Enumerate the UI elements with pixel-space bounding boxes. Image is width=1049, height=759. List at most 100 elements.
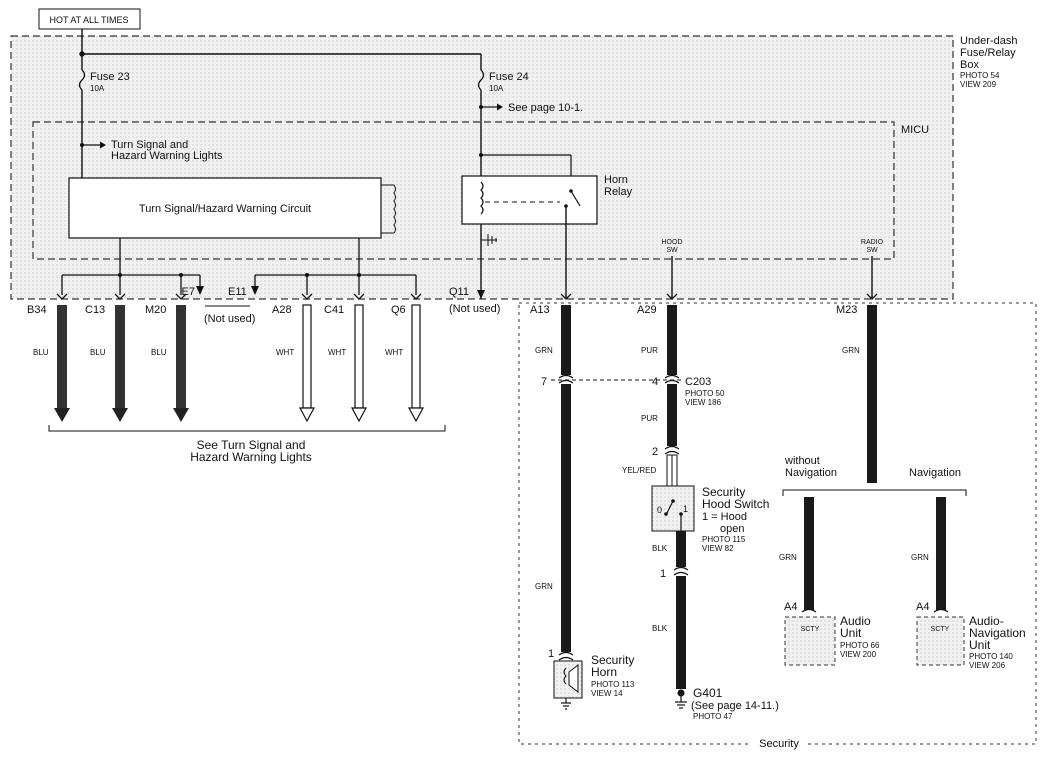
svg-text:RADIO: RADIO (861, 239, 884, 246)
micu-box: MICU (32, 121, 929, 260)
svg-text:Turn Signal and: Turn Signal and (111, 139, 188, 151)
svg-text:See page 10-1.: See page 10-1. (508, 102, 583, 114)
svg-text:SCTY: SCTY (801, 626, 820, 633)
bus-junctions (118, 273, 361, 277)
svg-text:4: 4 (652, 376, 658, 388)
audio-navigation-unit: A4 SCTY Audio- Navigation Unit PHOTO 140… (916, 601, 1026, 670)
security-hood-switch: 0 1 Security Hood Switch 1 = Hood open P… (651, 485, 769, 553)
svg-text:MICU: MICU (901, 124, 929, 136)
svg-text:Q11: Q11 (449, 286, 469, 298)
svg-text:1: 1 (548, 648, 554, 660)
svg-text:HOT AT ALL TIMES: HOT AT ALL TIMES (49, 15, 128, 25)
svg-text:SW: SW (866, 247, 878, 254)
svg-text:GRN: GRN (842, 346, 860, 355)
unused-terminals: (Not used) E7 E11 Q11 (Not used) (182, 286, 500, 325)
switch-labels: HOOD SW RADIO SW (662, 239, 884, 299)
svg-text:Security: Security (759, 738, 799, 750)
svg-text:PHOTO 140: PHOTO 140 (969, 652, 1013, 661)
svg-text:PUR: PUR (641, 346, 658, 355)
svg-text:Security: Security (591, 653, 634, 667)
svg-text:Fuse 24: Fuse 24 (489, 71, 529, 83)
svg-text:GRN: GRN (779, 553, 797, 562)
svg-text:Security: Security (702, 485, 745, 499)
svg-text:PHOTO 113: PHOTO 113 (591, 680, 635, 689)
svg-text:WHT: WHT (328, 348, 346, 357)
svg-text:Q6: Q6 (391, 304, 406, 316)
svg-text:HOOD: HOOD (662, 239, 683, 246)
security-box: Security (518, 302, 1037, 750)
svg-text:A4: A4 (784, 601, 797, 613)
svg-text:YEL/RED: YEL/RED (622, 466, 656, 475)
svg-text:0: 0 (657, 505, 662, 515)
svg-text:Horn: Horn (591, 665, 617, 679)
svg-text:A28: A28 (272, 304, 292, 316)
svg-text:1: 1 (683, 504, 688, 514)
svg-text:Box: Box (960, 59, 979, 71)
svg-text:Under-dash: Under-dash (960, 35, 1017, 47)
svg-text:SW: SW (666, 247, 678, 254)
svg-text:Hazard Warning Lights: Hazard Warning Lights (190, 450, 312, 464)
svg-text:1 = Hood: 1 = Hood (702, 511, 747, 523)
svg-text:BLK: BLK (652, 544, 668, 553)
svg-text:(Not used): (Not used) (449, 303, 500, 315)
turn-circuit-outputs (61, 238, 417, 295)
svg-text:PHOTO 115: PHOTO 115 (702, 535, 746, 544)
svg-text:Navigation: Navigation (969, 626, 1026, 640)
svg-text:1: 1 (660, 568, 666, 580)
blu-wires: BLU BLU BLU (33, 305, 189, 422)
svg-text:VIEW 186: VIEW 186 (685, 398, 722, 407)
svg-text:M20: M20 (145, 304, 166, 316)
svg-text:VIEW 209: VIEW 209 (960, 80, 997, 89)
svg-text:10A: 10A (489, 84, 504, 93)
turn-signal-ref: See Turn Signal and Hazard Warning Light… (48, 425, 446, 464)
svg-text:open: open (720, 523, 744, 535)
svg-text:Audio: Audio (840, 614, 871, 628)
svg-text:without: without (784, 455, 820, 467)
svg-text:Turn Signal/Hazard Warning Cir: Turn Signal/Hazard Warning Circuit (139, 203, 311, 215)
blk-wire: BLK 1 BLK (652, 531, 689, 689)
svg-text:VIEW 14: VIEW 14 (591, 689, 623, 698)
svg-text:PUR: PUR (641, 414, 658, 423)
svg-text:E11: E11 (228, 286, 247, 298)
svg-text:Navigation: Navigation (785, 467, 837, 479)
svg-text:BLU: BLU (151, 348, 167, 357)
svg-text:2: 2 (652, 446, 658, 458)
svg-text:Navigation: Navigation (909, 467, 961, 479)
svg-text:BLK: BLK (652, 624, 668, 633)
wht-labels: WHT WHT WHT (276, 348, 403, 357)
svg-text:Horn: Horn (604, 174, 628, 186)
svg-text:Unit: Unit (969, 638, 991, 652)
svg-text:7: 7 (541, 376, 547, 388)
svg-text:VIEW 82: VIEW 82 (702, 544, 734, 553)
svg-text:10A: 10A (90, 84, 105, 93)
svg-text:See Turn Signal and: See Turn Signal and (197, 438, 306, 452)
svg-text:Hazard Warning Lights: Hazard Warning Lights (111, 150, 223, 162)
audio-unit: A4 SCTY Audio Unit PHOTO 66 VIEW 200 (784, 601, 880, 666)
svg-text:WHT: WHT (385, 348, 403, 357)
horn-relay: Horn Relay (461, 174, 633, 299)
svg-text:Fuse 23: Fuse 23 (90, 71, 130, 83)
svg-text:B34: B34 (27, 304, 47, 316)
grn-wire-a13: GRN GRN 7 (535, 305, 574, 652)
svg-text:C41: C41 (324, 304, 344, 316)
svg-text:GRN: GRN (535, 582, 553, 591)
svg-text:(See page 14-11.): (See page 14-11.) (691, 700, 779, 712)
svg-text:(Not used): (Not used) (204, 313, 255, 325)
grn-wire-m23: GRN without Navigation Navigation (782, 305, 967, 496)
turn-signal-circuit: Turn Signal/Hazard Warning Circuit (68, 177, 396, 239)
svg-text:PHOTO 66: PHOTO 66 (840, 641, 880, 650)
hot-at-all-times-label: HOT AT ALL TIMES (38, 8, 141, 30)
svg-text:SCTY: SCTY (931, 626, 950, 633)
svg-text:Relay: Relay (604, 186, 633, 198)
c203-connector: 4 C203 PHOTO 50 VIEW 186 (551, 376, 725, 407)
audio-unit-wires: GRN GRN (779, 497, 949, 613)
svg-text:PHOTO 54: PHOTO 54 (960, 71, 1000, 80)
svg-text:BLU: BLU (90, 348, 106, 357)
svg-text:Hood Switch: Hood Switch (702, 497, 769, 511)
security-horn: 1 Security Horn PHOTO 113 VIEW 14 (548, 648, 635, 710)
svg-text:Unit: Unit (840, 626, 862, 640)
svg-text:G401: G401 (693, 686, 723, 700)
svg-text:A4: A4 (916, 601, 929, 613)
fuse-23: Fuse 23 10A Turn Signal and Hazard Warni… (78, 54, 223, 178)
